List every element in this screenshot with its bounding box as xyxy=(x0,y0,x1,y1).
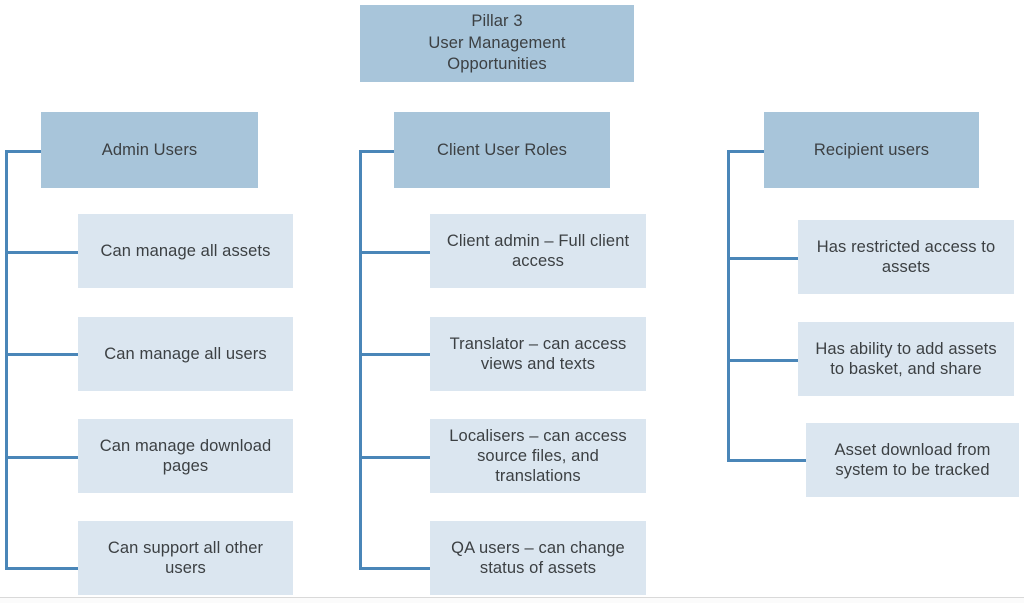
connector-branch-recipient-users-0 xyxy=(727,257,799,260)
leaf-admin-users-0: Can manage all assets xyxy=(78,214,293,288)
leaf-admin-users-2: Can manage download pages xyxy=(78,419,293,493)
connector-branch-admin-users-0 xyxy=(5,251,79,254)
connector-branch-admin-users-1 xyxy=(5,353,79,356)
title-box: Pillar 3 User Management Opportunities xyxy=(360,5,634,82)
connector-trunk-client-user-roles xyxy=(359,150,362,570)
leaf-admin-users-1: Can manage all users xyxy=(78,317,293,391)
leaf-client-user-roles-2: Localisers – can access source files, an… xyxy=(430,419,646,493)
connector-branch-client-user-roles-0 xyxy=(359,251,432,254)
connector-branch-recipient-users-1 xyxy=(727,359,799,362)
leaf-admin-users-3: Can support all other users xyxy=(78,521,293,595)
column-header-client-user-roles: Client User Roles xyxy=(394,112,610,188)
leaf-client-user-roles-1: Translator – can access views and texts xyxy=(430,317,646,391)
connector-branch-client-user-roles-3 xyxy=(359,567,432,570)
connector-trunk-admin-users xyxy=(5,150,8,570)
leaf-recipient-users-0: Has restricted access to assets xyxy=(798,220,1014,294)
leaf-client-user-roles-0: Client admin – Full client access xyxy=(430,214,646,288)
connector-branch-client-user-roles-header xyxy=(359,150,396,153)
page-bottom-rule xyxy=(0,597,1024,598)
connector-branch-recipient-users-header xyxy=(727,150,766,153)
leaf-recipient-users-1: Has ability to add assets to basket, and… xyxy=(798,322,1014,396)
column-header-admin-users: Admin Users xyxy=(41,112,258,188)
leaf-recipient-users-2: Asset download from system to be tracked xyxy=(806,423,1019,497)
connector-branch-client-user-roles-2 xyxy=(359,456,432,459)
connector-branch-admin-users-header xyxy=(5,150,43,153)
connector-branch-recipient-users-2 xyxy=(727,459,807,462)
leaf-client-user-roles-3: QA users – can change status of assets xyxy=(430,521,646,595)
connector-branch-client-user-roles-1 xyxy=(359,353,432,356)
connector-trunk-recipient-users xyxy=(727,150,730,462)
page-bottom-strip xyxy=(0,598,1024,603)
connector-branch-admin-users-3 xyxy=(5,567,79,570)
connector-branch-admin-users-2 xyxy=(5,456,79,459)
column-header-recipient-users: Recipient users xyxy=(764,112,979,188)
